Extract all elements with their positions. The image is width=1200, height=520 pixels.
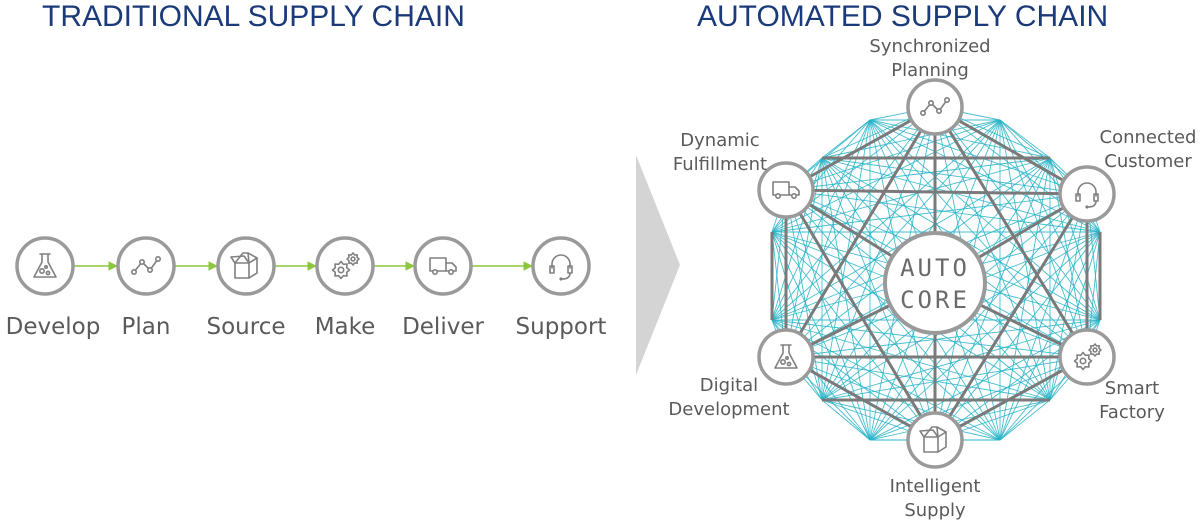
hub-link <box>933 106 1089 358</box>
automated-title: AUTOMATED SUPPLY CHAIN <box>697 0 1108 33</box>
mesh-link <box>771 319 1051 401</box>
chain-step-label: Plan <box>122 314 171 340</box>
mesh-link <box>821 319 1101 401</box>
mesh-link <box>771 231 936 441</box>
node-circle <box>1058 165 1116 223</box>
flask-icon <box>33 253 57 278</box>
hub-link <box>785 188 1088 196</box>
line-chart-icon <box>919 97 950 117</box>
flask-icon <box>774 344 798 369</box>
headset-icon <box>549 254 573 281</box>
node-label: Connected <box>1100 127 1197 148</box>
mesh-link <box>785 157 1051 191</box>
mesh-link <box>785 189 871 441</box>
gears-icon <box>1073 343 1102 371</box>
mesh-link <box>771 319 1088 358</box>
chain-step-support: Support <box>516 236 607 340</box>
node-label: Customer <box>1104 151 1192 172</box>
traditional-title: TRADITIONAL SUPPLY CHAIN <box>42 0 465 33</box>
mesh-link <box>771 319 1001 441</box>
box-icon <box>919 426 947 453</box>
mesh-link <box>771 157 1051 233</box>
truck-icon <box>429 257 457 275</box>
mesh-link <box>869 399 1051 441</box>
chain-step-label: Develop <box>6 314 101 340</box>
node-label: Intelligent <box>890 476 981 497</box>
mesh-link <box>771 231 1001 441</box>
box-icon <box>230 252 258 279</box>
node-circle <box>757 161 815 219</box>
mesh-link <box>1049 157 1088 358</box>
node-label: Factory <box>1099 402 1165 423</box>
chain-step-circle <box>216 236 276 296</box>
mesh-link <box>999 399 1051 441</box>
chain-step-circle <box>413 236 473 296</box>
node-label: Smart <box>1105 378 1159 399</box>
chain-step-make: Make <box>315 236 376 340</box>
traditional-chain: Develop Plan Source Make Deliver Support <box>6 236 607 340</box>
chain-step-label: Deliver <box>402 314 484 340</box>
auto-core-line2: CORE <box>900 286 970 314</box>
headset-icon <box>1075 182 1099 209</box>
mesh-link <box>934 106 1101 321</box>
mesh-link <box>771 193 1088 233</box>
chain-step-label: Support <box>516 314 607 340</box>
mesh-link <box>785 189 823 401</box>
truck-icon <box>772 181 800 200</box>
automated-nodes: SynchronizedPlanningConnectedCustomerSma… <box>668 36 1196 520</box>
node-circle <box>1058 328 1116 386</box>
mesh-link <box>999 119 1051 159</box>
hub-link <box>784 189 937 441</box>
chain-step-label: Source <box>207 314 286 340</box>
line-chart-icon <box>131 255 162 275</box>
mesh-link <box>999 193 1088 441</box>
mesh-link <box>934 157 1051 441</box>
auto-core: AUTO CORE <box>883 231 987 335</box>
mesh-link <box>821 106 936 401</box>
mesh-link <box>771 106 936 321</box>
node-label: Synchronized <box>869 36 990 57</box>
mesh-link <box>785 356 1051 401</box>
chain-step-source: Source <box>207 236 286 340</box>
node-label: Planning <box>891 60 969 81</box>
mesh-link <box>785 119 1001 191</box>
node-label: Development <box>668 399 789 420</box>
transition-chevron <box>636 155 680 375</box>
node-circle <box>906 411 964 469</box>
mesh-link <box>1049 193 1088 401</box>
chain-step-deliver: Deliver <box>402 236 484 340</box>
mesh-link <box>785 189 1001 441</box>
mesh-link <box>785 319 1101 358</box>
chain-step-circle <box>531 236 591 296</box>
chain-step-plan: Plan <box>116 236 176 340</box>
mesh-link <box>821 157 936 441</box>
node-label: Dynamic <box>680 130 759 151</box>
node-label: Digital <box>700 375 758 396</box>
mesh-link <box>821 399 871 441</box>
node-label: Fulfillment <box>673 154 767 175</box>
hub-link <box>784 106 937 358</box>
mesh-link <box>771 119 1001 233</box>
chain-step-develop: Develop <box>6 236 101 340</box>
mesh-link <box>821 356 1088 401</box>
mesh-link <box>934 106 1051 401</box>
gears-icon <box>331 252 360 280</box>
hub-link <box>934 105 1088 196</box>
chain-step-circle <box>315 236 375 296</box>
chain-step-label: Make <box>315 314 376 340</box>
auto-core-circle <box>883 231 987 335</box>
node-label: Supply <box>904 500 966 520</box>
auto-core-line1: AUTO <box>900 254 970 282</box>
mesh-link <box>771 231 871 441</box>
mesh-link <box>821 399 1001 441</box>
